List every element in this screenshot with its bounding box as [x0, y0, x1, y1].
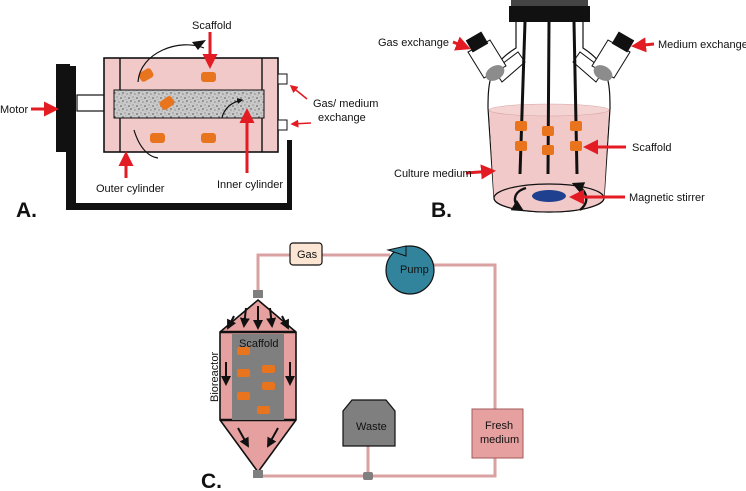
gas-box — [289, 242, 323, 266]
exchange-port-bottom — [277, 119, 288, 131]
scaffold-piece — [150, 133, 165, 143]
scaffold-piece — [138, 68, 154, 82]
gas-exchange-arrow — [452, 36, 471, 51]
rotation-arrow-outer-lower — [133, 129, 159, 159]
culture-medium-arrow — [465, 164, 496, 180]
scaffold-piece — [570, 141, 582, 151]
scaffold-piece — [570, 121, 582, 131]
inlet-connector — [253, 290, 263, 298]
scaffold-piece — [262, 382, 275, 390]
panel-b: Gas exchange Medium exchange Scaffold Cu… — [378, 0, 746, 222]
waste-container — [342, 399, 396, 447]
label-fresh-2: medium — [480, 434, 519, 446]
label-waste: Waste — [356, 421, 387, 433]
tubing-loop — [256, 253, 497, 478]
medium-exchange-arrow — [631, 37, 655, 53]
exchange-port-top — [277, 73, 288, 85]
scaffolds-b — [515, 121, 582, 155]
scaffolds-a — [138, 68, 216, 143]
bottle-cap-top — [511, 0, 588, 6]
label-magnetic-stirrer: Magnetic stirrer — [629, 192, 705, 204]
scaffold-piece — [201, 133, 216, 143]
gas-exchange-arm — [465, 31, 526, 83]
scaffold-piece — [257, 406, 270, 414]
panel-a: Scaffold Motor Gas/ medium exchange Oute… — [0, 20, 378, 222]
scaffold-piece — [159, 96, 175, 110]
fresh-medium-container — [471, 408, 524, 459]
label-gas-exchange: Gas exchange — [378, 37, 449, 49]
scaffold-piece — [542, 126, 554, 136]
flow-arrows — [221, 306, 295, 448]
scaffold-piece — [201, 72, 216, 82]
waste-connector — [363, 472, 373, 480]
exchange-arrow-top — [289, 84, 308, 100]
label-bioreactor: Bioreactor — [209, 352, 221, 402]
label-medium-exchange: Medium exchange — [658, 39, 746, 51]
motor-shaft — [76, 94, 108, 112]
scaffold-piece — [542, 145, 554, 155]
label-gas-medium-1: Gas/ medium — [313, 98, 378, 110]
panel-letter-c: C. — [201, 470, 222, 491]
outlet-connector — [253, 470, 263, 478]
label-scaffold-c: Scaffold — [239, 338, 279, 350]
rotation-arrow-inner — [221, 98, 244, 119]
scaffold-piece — [237, 347, 250, 355]
label-fresh-1: Fresh — [485, 420, 513, 432]
label-inner-cylinder: Inner cylinder — [217, 179, 283, 191]
scaffold-piece — [262, 365, 275, 373]
label-culture-medium: Culture medium — [394, 168, 472, 180]
medium-exchange-arm — [572, 31, 635, 83]
scaffolds-c — [237, 347, 275, 414]
label-gas-medium-2: exchange — [318, 112, 366, 124]
scaffold-piece — [237, 369, 250, 377]
label-gas: Gas — [297, 249, 318, 261]
pump — [385, 245, 435, 295]
motor-stand — [56, 64, 292, 210]
exchange-arrow-bottom — [290, 119, 312, 128]
label-pump: Pump — [400, 264, 429, 276]
bottle-cap — [509, 6, 590, 22]
label-scaffold-b: Scaffold — [632, 142, 672, 154]
panel-letter-a: A. — [16, 199, 37, 222]
stir-arrow-left — [510, 186, 527, 212]
scaffold-piece — [515, 141, 527, 151]
label-motor: Motor — [0, 104, 28, 116]
scaffold-piece — [237, 392, 250, 400]
panel-letter-b: B. — [431, 199, 452, 222]
panel-c: Gas Pump Scaffold Bioreactor Waste Fresh… — [201, 242, 524, 491]
label-outer-cylinder: Outer cylinder — [96, 183, 165, 195]
label-scaffold-a: Scaffold — [192, 20, 232, 32]
inner-cylinder — [113, 89, 265, 119]
magnetic-stirrer-bar — [532, 190, 566, 202]
scaffold-piece — [515, 121, 527, 131]
